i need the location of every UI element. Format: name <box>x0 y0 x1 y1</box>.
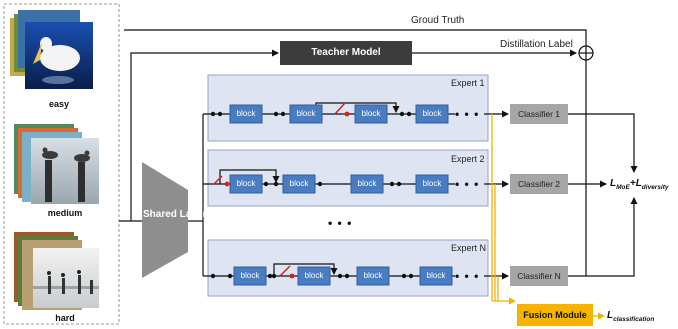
fusion-routing-lines <box>491 114 512 302</box>
distillation-label: Distillation Label <box>500 39 573 50</box>
classifier-n-box <box>510 266 568 286</box>
block-label: block <box>240 271 260 280</box>
loss-diversity-symbol: L <box>635 178 642 189</box>
loss-diversity-subscript: diversity <box>641 184 669 191</box>
expert-n-switch-icon <box>279 265 295 279</box>
to-teacher-line <box>130 49 279 221</box>
classifier-n-to-loss-arrow <box>568 197 638 277</box>
loss-moe-symbol: L <box>610 178 617 189</box>
block-label: block <box>422 179 442 188</box>
expert-1-blocks <box>229 104 449 124</box>
block-label: block <box>357 179 377 188</box>
path-dots <box>210 111 414 279</box>
ground-truth-line <box>124 29 587 47</box>
expert-1-ellipsis: • • • <box>455 107 480 121</box>
classifier-2-box <box>510 174 568 194</box>
expert-n-skip-connection <box>273 263 338 276</box>
loss-classification-symbol: L <box>607 310 614 321</box>
shared-layer-label: Shared Layer <box>143 209 207 220</box>
input-images-panel <box>3 3 120 325</box>
expert-n-title: Expert N <box>451 243 487 253</box>
block-label: block <box>363 271 383 280</box>
block-label: block <box>426 271 446 280</box>
block-label: block <box>289 179 309 188</box>
medium-image-stack <box>14 124 99 204</box>
block-label: block <box>236 179 256 188</box>
oplus-combine-icon <box>578 45 594 61</box>
classifier-1-box <box>510 104 568 124</box>
expert-2-blocks <box>229 174 449 194</box>
teacher-model-label: Teacher Model <box>311 47 381 58</box>
teacher-model-box <box>280 41 412 65</box>
classifier-1-to-loss-arrow <box>568 113 638 173</box>
medium-caption: medium <box>47 208 83 218</box>
classifier-2-label: Classifier 2 <box>517 179 561 189</box>
ground-truth-label: Groud Truth <box>411 15 465 26</box>
classifier-1-label: Classifier 1 <box>517 109 561 119</box>
loss-plus-sign: + <box>629 178 636 189</box>
block-label: block <box>236 109 256 118</box>
shared-layer-shape <box>142 162 188 278</box>
loss-classification: Lclassification <box>607 311 654 324</box>
loss-moe-subscript: MoE <box>616 184 630 191</box>
expert-1-switch-icon <box>334 102 350 117</box>
easy-caption: easy <box>48 99 70 109</box>
expert-1-title: Expert 1 <box>451 78 485 88</box>
loss-classification-subscript: classification <box>613 316 655 323</box>
expert-n-ellipsis: • • • <box>455 269 480 283</box>
fusion-module-box <box>517 304 593 326</box>
expert-2-ellipsis: • • • <box>455 177 480 191</box>
expert-2-title: Expert 2 <box>451 154 485 164</box>
expert-2-switch-icon <box>213 175 230 187</box>
hard-image-stack <box>14 232 99 310</box>
easy-image-stack <box>10 10 93 89</box>
fusion-module-label: Fusion Module <box>523 310 587 320</box>
classifier-n-label: Classifier N <box>517 271 561 281</box>
block-label: block <box>296 109 316 118</box>
block-label: block <box>361 109 381 118</box>
block-label: block <box>304 271 324 280</box>
loss-moe-diversity: LMoE+Ldiversity <box>610 179 669 192</box>
hard-caption: hard <box>55 313 75 323</box>
block-label: block <box>422 109 442 118</box>
experts-ellipsis: • • • <box>328 216 353 230</box>
expert-n-blocks <box>233 266 453 286</box>
